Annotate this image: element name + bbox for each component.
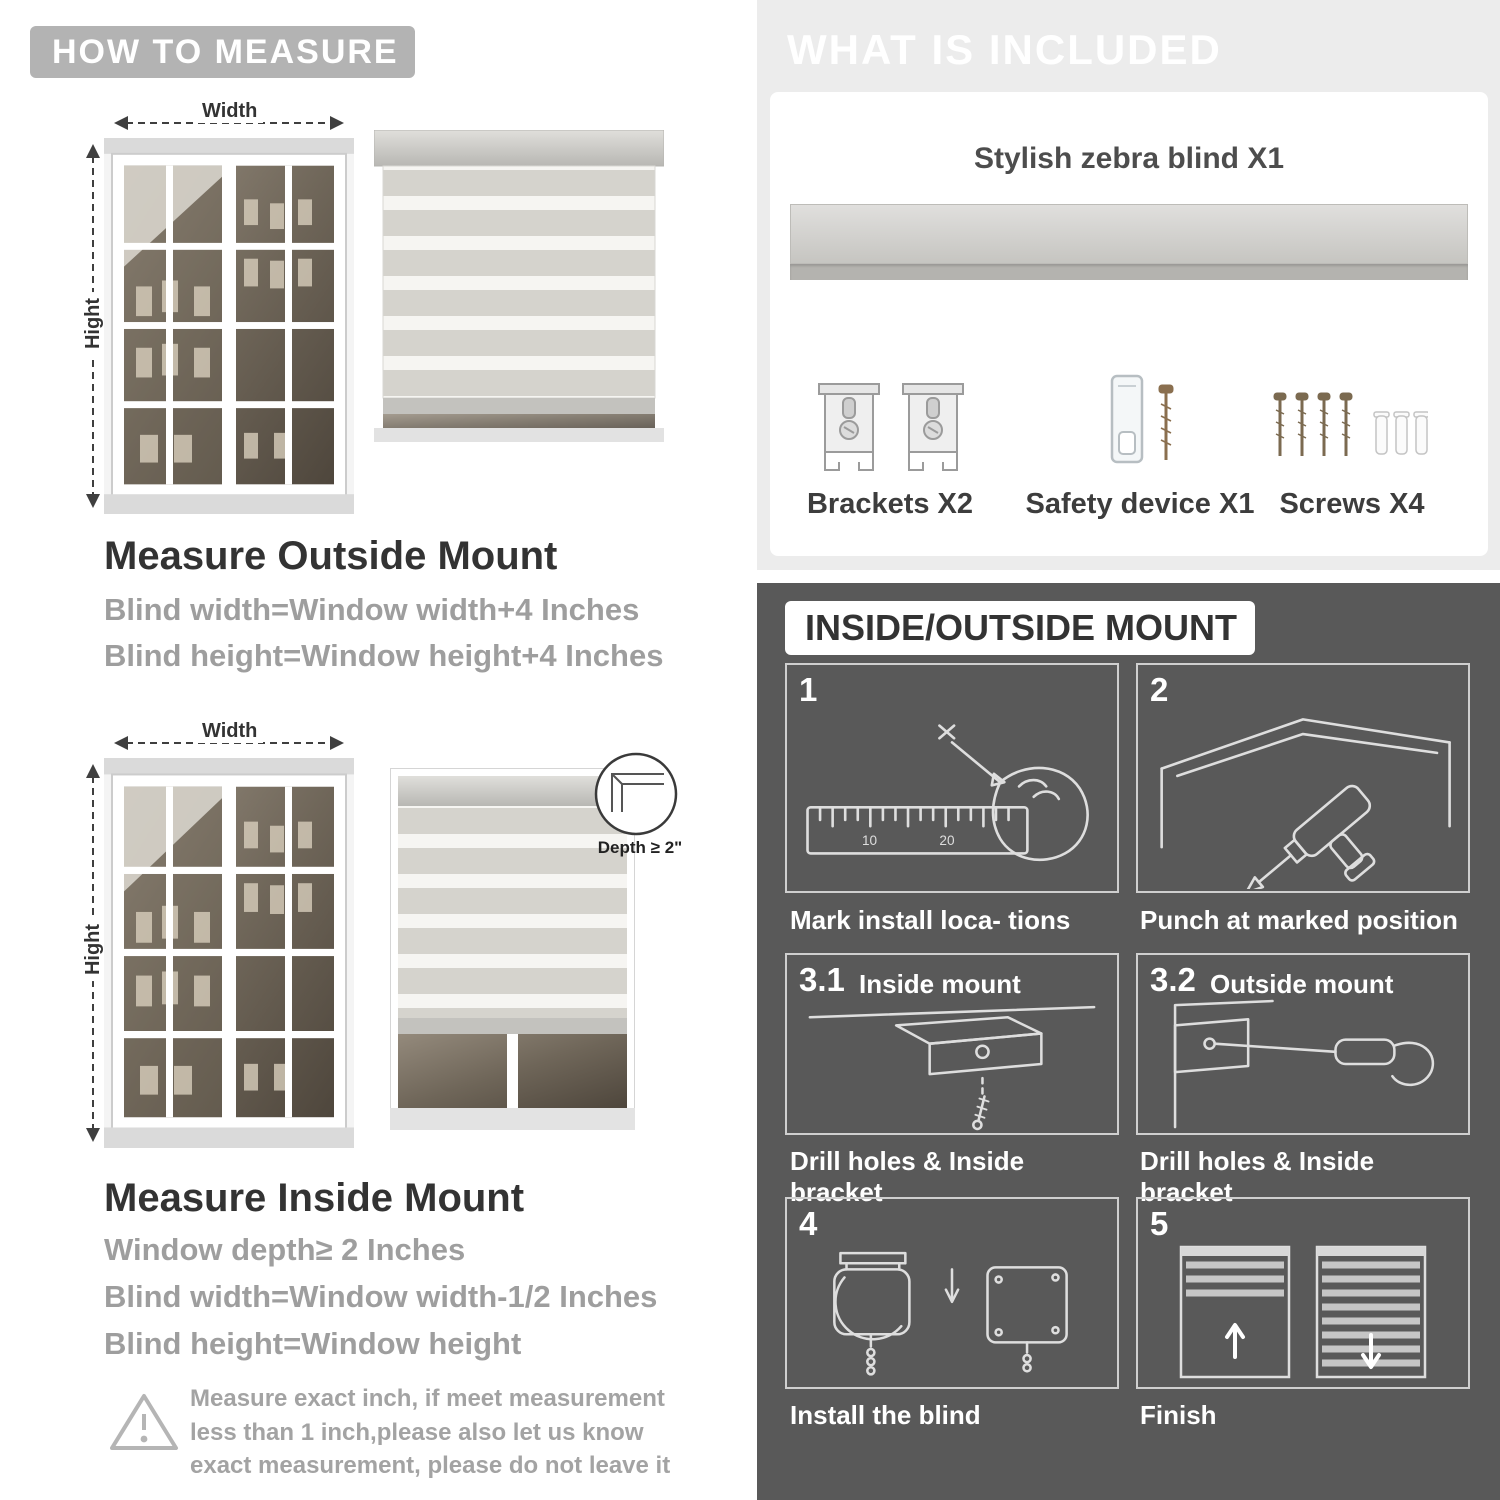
what-is-included-title: WHAT IS INCLUDED — [787, 26, 1222, 73]
product-label: Stylish zebra blind X1 — [973, 142, 1285, 175]
window-illustration-outside — [104, 138, 354, 514]
step-tag: Outside mount — [1210, 969, 1394, 999]
brackets-icon — [818, 383, 964, 471]
step-panel-3-2: 3.2 Outside mount — [1136, 953, 1470, 1135]
step-panel-2: 2 — [1136, 663, 1470, 893]
height-arrow-icon — [86, 764, 100, 1142]
svg-text:10: 10 — [862, 833, 878, 848]
step-number: 3.2 — [1150, 961, 1196, 998]
inside-depth-rule: Window depth≥ 2 Inches — [104, 1232, 466, 1267]
step-number: 2 — [1150, 671, 1169, 708]
step-1-mark-illustration: 10 20 — [806, 724, 1089, 862]
step-panel-3-1: 3.1 Inside mount — [785, 953, 1119, 1135]
width-label: Width — [196, 720, 264, 743]
step-panel-4: 4 — [785, 1197, 1119, 1389]
step-3-2-outside-bracket-illustration — [1173, 999, 1434, 1129]
outside-mount-heading: Measure Outside Mount — [104, 534, 558, 578]
inside-formula-height: Blind height=Window height — [104, 1326, 522, 1361]
height-label: Hight — [82, 917, 106, 982]
brackets-label: Brackets X2 — [806, 488, 974, 520]
screws-label: Screws X4 — [1279, 488, 1425, 520]
window-illustration-inside — [104, 758, 354, 1148]
step-tag: Inside mount — [859, 969, 1021, 999]
outside-formula-width: Blind width=Window width+4 Inches — [104, 592, 640, 627]
how-to-measure-title: HOW TO MEASURE — [30, 26, 415, 78]
svg-text:20: 20 — [939, 833, 955, 848]
step-caption-5: Finish — [1140, 1400, 1217, 1430]
depth-label: Depth ≥ 2" — [597, 838, 683, 857]
step-caption-4: Install the blind — [790, 1400, 981, 1430]
step-panel-5: 5 — [1136, 1197, 1470, 1389]
step-caption-3-1: Drill holes & Inside bracket — [790, 1146, 1025, 1207]
warning-triangle-icon — [110, 1394, 178, 1450]
inside-outside-mount-title: INSIDE/OUTSIDE MOUNT — [785, 601, 1255, 655]
step-3-1-inside-bracket-illustration — [808, 1005, 1096, 1131]
zebra-blind-illustration-outside — [374, 130, 664, 442]
step-panel-1: 1 10 20 — [785, 663, 1119, 893]
height-label: Hight — [82, 291, 106, 356]
step-number: 5 — [1150, 1205, 1169, 1242]
outside-formula-height: Blind height=Window height+4 Inches — [104, 638, 664, 673]
width-label: Width — [196, 100, 264, 123]
measurement-note: Measure exact inch, if meet measurement … — [190, 1385, 671, 1480]
step-number: 3.1 — [799, 961, 845, 998]
included-card — [770, 92, 1488, 556]
safety-device-icon — [1110, 374, 1174, 464]
zebra-blind-bar-icon — [790, 204, 1468, 264]
zebra-blind-illustration-inside — [390, 768, 635, 1130]
inside-mount-heading: Measure Inside Mount — [104, 1176, 525, 1220]
step-caption-1: Mark install loca- tions — [790, 905, 1071, 935]
width-arrow-icon — [114, 116, 344, 130]
step-caption-3-2: Drill holes & Inside bracket — [1140, 1146, 1375, 1207]
step-caption-2: Punch at marked position — [1140, 905, 1458, 935]
inside-formula-width: Blind width=Window width-1/2 Inches — [104, 1279, 658, 1314]
safety-device-label: Safety device X1 — [1025, 488, 1255, 520]
screws-icon — [1273, 392, 1428, 456]
step-5-finish-illustration — [1179, 1245, 1427, 1379]
step-number: 4 — [799, 1205, 818, 1242]
depth-detail-circle-icon — [594, 752, 678, 836]
width-arrow-icon — [114, 736, 344, 750]
step-4-install-illustration — [833, 1251, 1068, 1376]
step-2-drill-illustration — [1160, 718, 1451, 889]
step-number: 1 — [799, 671, 818, 708]
zebra-blind-bar-lip — [790, 264, 1468, 280]
